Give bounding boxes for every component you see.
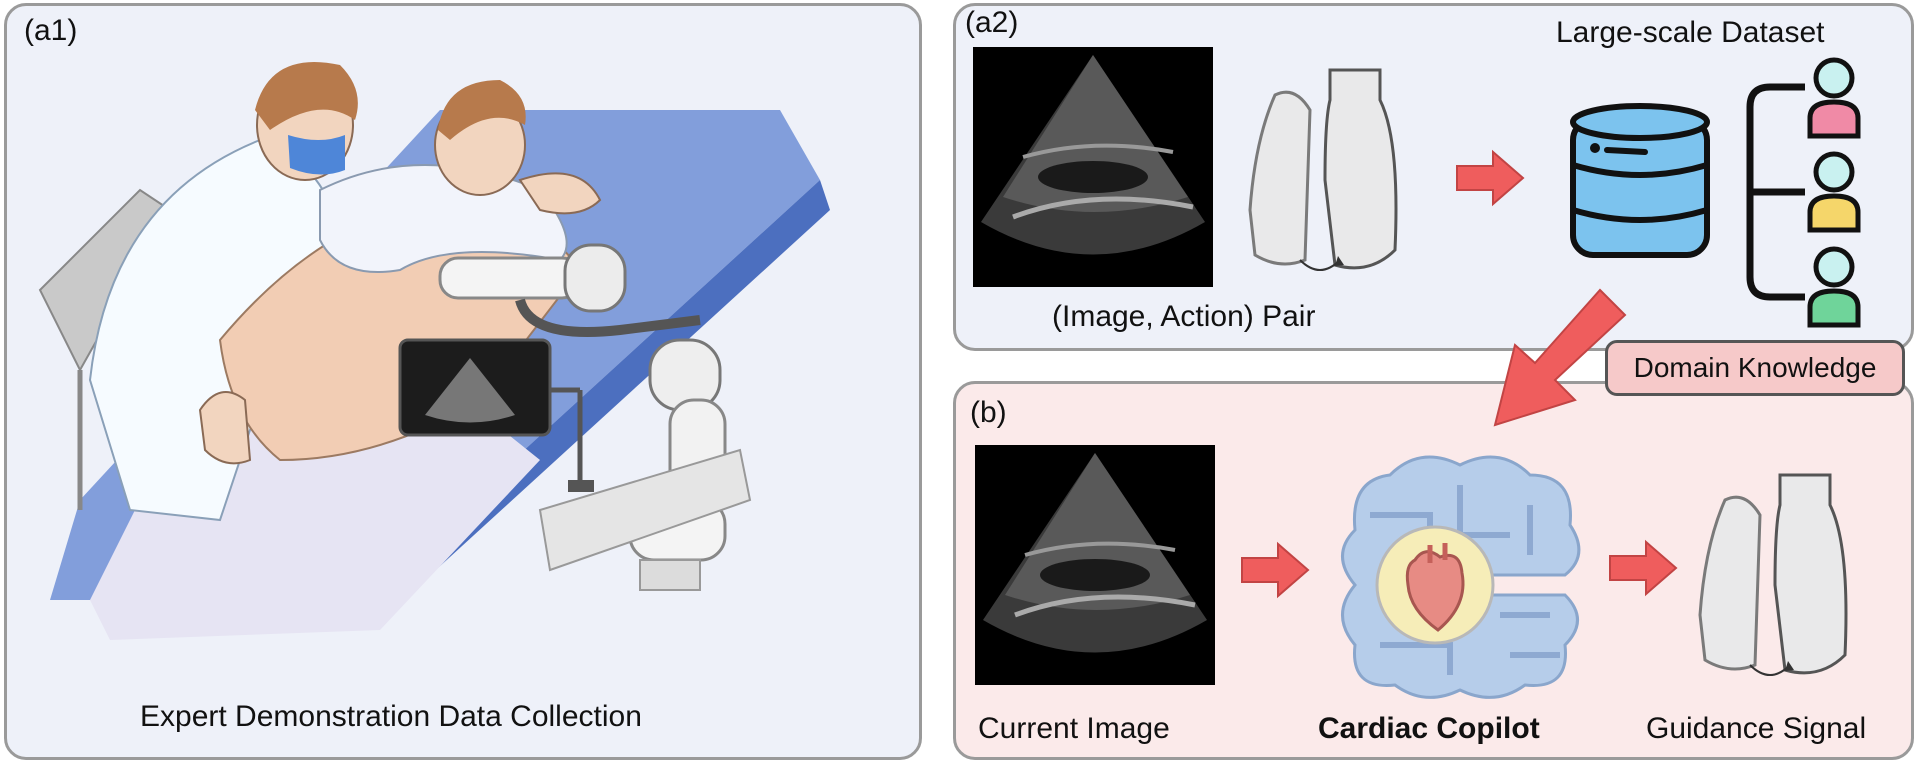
dataset-caption: Large-scale Dataset	[1556, 16, 1824, 50]
ultrasound-image-a2	[973, 47, 1213, 287]
bracket-icon	[1740, 82, 1810, 302]
cardiac-copilot-icon	[1330, 445, 1595, 705]
guidance-probe-icon	[1690, 465, 1860, 690]
database-icon	[1565, 100, 1715, 275]
guidance-caption: Guidance Signal	[1646, 712, 1866, 746]
domain-knowledge-badge: Domain Knowledge	[1605, 340, 1905, 396]
arrow-right-icon	[1240, 540, 1310, 600]
panel-a1-caption: Expert Demonstration Data Collection	[140, 700, 642, 734]
copilot-caption: Cardiac Copilot	[1318, 712, 1540, 746]
panel-b-label: (b)	[970, 396, 1007, 430]
pair-caption: (Image, Action) Pair	[1052, 300, 1315, 334]
ultrasound-image-current	[975, 445, 1215, 685]
current-image-caption: Current Image	[978, 712, 1170, 746]
panel-a2-label: (a2)	[965, 6, 1018, 40]
arrow-right-icon	[1608, 538, 1678, 598]
person-yellow-icon	[1805, 150, 1863, 235]
expert-demonstration-illustration	[20, 40, 910, 670]
ultrasound-probe-icon	[1240, 60, 1410, 285]
person-pink-icon	[1805, 56, 1863, 141]
person-green-icon	[1805, 245, 1863, 330]
arrow-right-icon	[1455, 148, 1525, 208]
